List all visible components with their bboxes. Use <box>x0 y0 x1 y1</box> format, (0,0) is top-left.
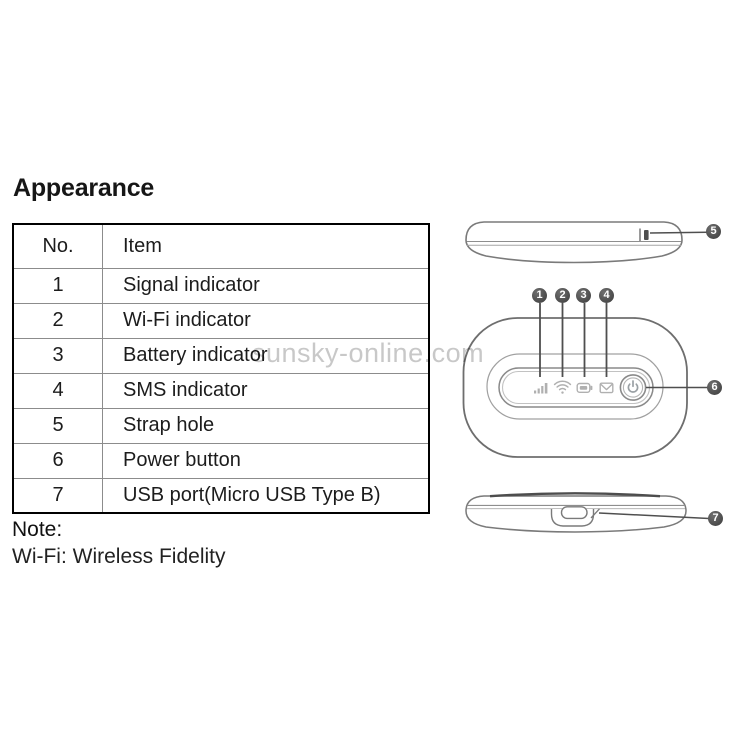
callout-2: 2 <box>555 288 570 303</box>
callout-7: 7 <box>708 511 723 526</box>
table-row: 5 Strap hole <box>12 407 430 444</box>
callout-4: 4 <box>599 288 614 303</box>
leader-line-5 <box>649 231 708 234</box>
callout-6: 6 <box>707 380 722 395</box>
usb-port-icon <box>550 506 600 527</box>
row-item: SMS indicator <box>102 372 430 409</box>
row-number: 4 <box>12 372 103 409</box>
sms-icon <box>599 382 614 394</box>
table-header-no: No. <box>12 223 103 269</box>
power-icon <box>627 380 639 393</box>
table-header-row: No. Item <box>12 223 430 269</box>
device-front-view <box>462 303 708 458</box>
table-row: 2 Wi-Fi indicator <box>12 302 430 339</box>
power-button <box>619 374 647 401</box>
indicator-recess-outline <box>486 353 664 420</box>
device-top-view <box>465 221 708 264</box>
callout-1: 1 <box>532 288 547 303</box>
table-row: 7 USB port(Micro USB Type B) <box>12 477 430 514</box>
wifi-icon <box>553 380 572 394</box>
row-item: Battery indicator <box>102 337 430 374</box>
row-number: 7 <box>12 477 103 514</box>
table-row: 6 Power button <box>12 442 430 479</box>
strap-hole-notch <box>639 228 649 241</box>
row-item: Wi-Fi indicator <box>102 302 430 339</box>
note-label: Note: <box>12 518 63 541</box>
page-title: Appearance <box>13 174 155 202</box>
row-number: 1 <box>12 267 103 304</box>
device-top-outline <box>465 221 683 264</box>
appearance-table: No. Item 1 Signal indicator 2 Wi-Fi indi… <box>12 223 430 514</box>
row-number: 5 <box>12 407 103 444</box>
leader-line-7 <box>598 512 710 520</box>
table-header-item: Item <box>102 223 430 269</box>
table-row: 3 Battery indicator <box>12 337 430 374</box>
table-row: 1 Signal indicator <box>12 267 430 304</box>
row-number: 2 <box>12 302 103 339</box>
row-number: 3 <box>12 337 103 374</box>
callout-5: 5 <box>706 224 721 239</box>
row-item: Power button <box>102 442 430 479</box>
row-item: Signal indicator <box>102 267 430 304</box>
battery-icon <box>576 382 593 394</box>
note-text: Wi-Fi: Wireless Fidelity <box>12 545 226 568</box>
device-bottom-view <box>465 492 710 533</box>
row-item: Strap hole <box>102 407 430 444</box>
row-item: USB port(Micro USB Type B) <box>102 477 430 514</box>
row-number: 6 <box>12 442 103 479</box>
top-face-seam <box>489 492 661 498</box>
signal-icon <box>534 383 548 394</box>
table-row: 4 SMS indicator <box>12 372 430 409</box>
callout-3: 3 <box>576 288 591 303</box>
